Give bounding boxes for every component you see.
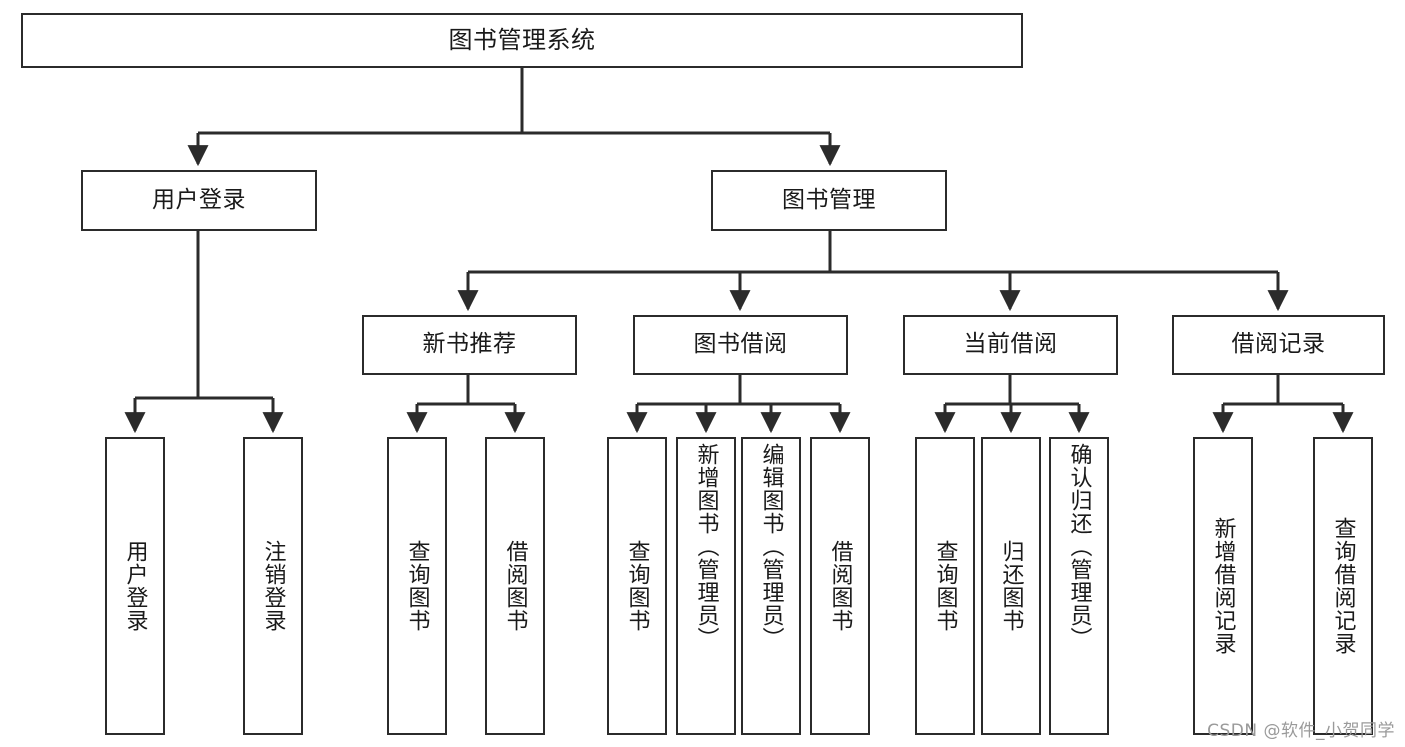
node-label: 查询图书: [404, 540, 430, 632]
node-user-login[interactable]: 用户登录: [81, 170, 317, 231]
leaf-borrow-record-add[interactable]: 新增借阅记录: [1193, 437, 1253, 735]
leaf-book-borrow-query[interactable]: 查询图书: [607, 437, 667, 735]
leaf-book-borrow-edit[interactable]: 编辑图书（管理员）: [741, 437, 801, 735]
node-label: 图书管理: [782, 186, 876, 213]
node-label: 确认归还（管理员）: [1066, 443, 1092, 650]
leaf-current-borrow-return[interactable]: 归还图书: [981, 437, 1041, 735]
node-current-borrow[interactable]: 当前借阅: [903, 315, 1118, 375]
node-root-system[interactable]: 图书管理系统: [21, 13, 1023, 68]
node-label: 查询图书: [932, 540, 958, 632]
leaf-current-borrow-query[interactable]: 查询图书: [915, 437, 975, 735]
leaf-new-book-query[interactable]: 查询图书: [387, 437, 447, 735]
node-book-management[interactable]: 图书管理: [711, 170, 947, 231]
node-label: 新增借阅记录: [1210, 517, 1236, 655]
leaf-new-book-borrow[interactable]: 借阅图书: [485, 437, 545, 735]
node-label: 当前借阅: [963, 331, 1058, 358]
node-borrow-record[interactable]: 借阅记录: [1172, 315, 1385, 375]
leaf-current-borrow-confirm-return[interactable]: 确认归还（管理员）: [1049, 437, 1109, 735]
node-new-book-recommend[interactable]: 新书推荐: [362, 315, 577, 375]
node-book-borrow[interactable]: 图书借阅: [633, 315, 848, 375]
node-label: 查询图书: [624, 540, 650, 632]
node-label: 新书推荐: [422, 331, 517, 358]
node-label: 查询借阅记录: [1330, 517, 1356, 655]
node-label: 借阅记录: [1231, 331, 1326, 358]
node-label: 图书管理系统: [448, 26, 596, 55]
leaf-borrow-record-query[interactable]: 查询借阅记录: [1313, 437, 1373, 735]
node-label: 借阅图书: [502, 540, 528, 632]
node-label: 注销登录: [260, 540, 286, 632]
leaf-user-login-login[interactable]: 用户登录: [105, 437, 165, 735]
node-label: 编辑图书（管理员）: [758, 443, 784, 650]
node-label: 用户登录: [152, 186, 246, 213]
node-label: 归还图书: [998, 540, 1024, 632]
node-label: 用户登录: [122, 540, 148, 632]
node-label: 新增图书（管理员）: [693, 443, 719, 650]
watermark: CSDN @软件_小贺同学: [1207, 721, 1395, 741]
leaf-user-login-logout[interactable]: 注销登录: [243, 437, 303, 735]
node-label: 借阅图书: [827, 540, 853, 632]
node-label: 图书借阅: [693, 331, 788, 358]
leaf-book-borrow-borrow[interactable]: 借阅图书: [810, 437, 870, 735]
leaf-book-borrow-add[interactable]: 新增图书（管理员）: [676, 437, 736, 735]
